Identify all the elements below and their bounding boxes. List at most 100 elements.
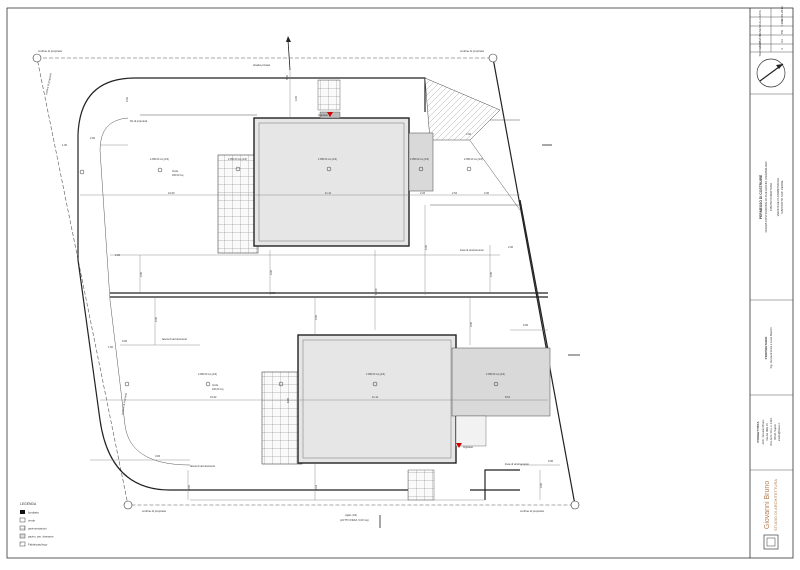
verde-top-label: Verde [172, 170, 179, 173]
dim-8-51: 8.51 [505, 395, 511, 399]
title-block: DATA SCALA FASE FORMATO TAVOLA N° 12-09-… [750, 6, 793, 550]
meta-value-5: 4 [780, 48, 784, 50]
entry-steps-bottom [407, 469, 435, 501]
dim-v-3-00-bbr: 3.00 [539, 482, 543, 488]
entry-marker-top-icon [327, 112, 333, 117]
firm-name: Giovanni Bruno [764, 481, 771, 529]
dim-5-00-mid: 5.00 [270, 291, 276, 295]
designer-line-4: 80121 Napoli [773, 424, 777, 440]
project-subtitle-3: VERIFICHE PLANIMETRICHE [776, 178, 780, 217]
legend-swatch-5 [19, 541, 26, 547]
building-top-roof [253, 117, 410, 247]
dim-3-00-bl: 3.00 [155, 454, 161, 458]
dim-v-3-00-top: 3.00 [294, 95, 298, 101]
meta-value-2: 1:200 [780, 19, 784, 27]
label-confine-bottom-left: confine di proprietà [142, 509, 166, 513]
confine-left-label: confine di proprietà [44, 72, 53, 95]
tree-symbols [79, 166, 499, 387]
dim-11-11-top: 11.11 [325, 191, 332, 195]
dim-2-00-right: 2.00 [508, 245, 514, 249]
dim-1-00-corner: 1.00 [62, 143, 68, 147]
owner-label: PROPRIETARIO [764, 336, 768, 359]
designer-label: PROGETTISTA [756, 421, 760, 443]
meta-label-3: FASE [758, 28, 762, 36]
designer-line-2: Via dei Mille 15 [765, 423, 769, 441]
terrace-top-right [408, 132, 434, 192]
dim-0-90-right: 0.90 [523, 323, 529, 327]
label-ciglio-area: (LOTTO FRAZ. 0.00 mq) [340, 518, 369, 522]
label-ciglio: ciglio (1/3) [345, 513, 357, 517]
firm-logo-icon [763, 534, 779, 550]
designer-line-3: Ord. Arch. Prov. n. 1234 [769, 418, 773, 446]
dim-v-3-00-m: 3.00 [269, 269, 273, 275]
legend-swatch-2 [19, 517, 26, 523]
dim-v-5-00-top: 5.00 [285, 74, 289, 80]
label-fascia-mid: fascia di arretramento [162, 337, 188, 341]
dim-2-00-left: 2.00 [115, 253, 121, 257]
dim-v-3-00-br: 3.00 [469, 321, 473, 327]
dim-0-90: 0.90 [122, 339, 128, 343]
dim-2-26: 2.26 [420, 191, 426, 195]
designer-line-1: Arch. Giovanni Bruno [761, 419, 765, 444]
area-bottom-2: 2.050.00 mq (1/3) [366, 373, 385, 376]
dim-v-3-00-mr: 3.00 [489, 271, 493, 277]
label-linea-bottom: linea di arretramento [505, 462, 529, 466]
site-plan: confine di proprietà confine di propriet… [32, 36, 580, 528]
area-top-2: 2.050.00 mq (1/3) [228, 158, 247, 161]
legend-title: LEGENDA [20, 502, 37, 506]
firm-subtitle: STUDIO DI ARCHITETTURA [773, 479, 778, 531]
label-linea-mid: linea di arretramento [460, 248, 484, 252]
property-boundary [36, 57, 576, 506]
dim-2-00-top: 2.00 [484, 191, 490, 195]
verde-top-value: 100.00 mq [172, 174, 184, 177]
legend-swatch-3 [19, 525, 26, 531]
sheet-border [6, 7, 794, 559]
dim-v-3-00-bl: 3.00 [154, 316, 158, 322]
paving-bottom-left [261, 371, 303, 465]
label-confine-bottom-right: confine di proprietà [520, 509, 544, 513]
dim-v-3-00-bb: 3.00 [187, 484, 191, 490]
legend-item-2: verde [28, 519, 35, 523]
label-confine-top-right: confine di proprietà [460, 49, 484, 53]
dim-10-00: 10.00 [168, 191, 175, 195]
survey-points [32, 53, 580, 510]
meta-label-2: SCALA [758, 18, 762, 28]
meta-label-5: TAVOLA N° [758, 40, 762, 56]
legend-item-3: pavimentazioni [28, 527, 47, 531]
meta-label-1: DATA [758, 10, 762, 18]
legend-swatch-4 [19, 533, 26, 539]
designer-line-5: studio@bruno.it [777, 423, 781, 441]
area-top-4: 2.050.00 mq (1/3) [410, 158, 429, 161]
entry-marker-bottom-icon [456, 443, 462, 448]
entry-steps-top [317, 79, 341, 111]
project-subtitle-4: RAPPORTO SUP. VERDE [780, 180, 784, 213]
meta-value-1: 12-09-2019 [780, 6, 784, 22]
project-subtitle-2: PIANTA COPERTURA [769, 183, 773, 211]
dim-v-3-22: 3.22 [314, 484, 318, 490]
area-top-5: 2.050.00 mq (1/3) [464, 158, 483, 161]
label-ingresso-top: Ingresso [318, 113, 329, 117]
area-bottom-1: 2.050.00 mq (1/3) [198, 373, 217, 376]
building-bottom-roof [297, 334, 457, 464]
dim-0-90-br: 0.90 [548, 459, 554, 463]
project-subtitle-1: NUOVA COSTRUZIONE DI DUE EDIFICI UNIFAMI… [764, 161, 768, 232]
dim-v-3-00-tl: 3.00 [125, 96, 129, 102]
label-filo-top: filo di proprietà [130, 119, 148, 123]
section-arrows [286, 36, 580, 528]
legend-swatch-1 [20, 510, 25, 514]
dim-1-50: 1.50 [108, 345, 114, 349]
label-fascia-bottom: fascia di arretramento [190, 464, 216, 468]
dim-v-8-85: 8.85 [286, 397, 290, 403]
label-ingresso-bottom: Ingresso [463, 445, 474, 449]
legend-item-4: pavim. per. drenante [28, 535, 54, 539]
dim-2-52: 2.52 [452, 191, 458, 195]
legend-item-5: Fabbricato/ingo [28, 543, 48, 547]
dim-v-10: 10.00 [374, 288, 378, 295]
terrace-bottom-right [451, 347, 551, 417]
project-title: PERMESSO DI COSTRUIRE [759, 174, 763, 219]
dimension-lines [80, 70, 560, 501]
verde-bottom-label: Verde [212, 384, 219, 387]
legend: LEGENDA fondiaria verde pavimentazioni p… [19, 502, 54, 547]
